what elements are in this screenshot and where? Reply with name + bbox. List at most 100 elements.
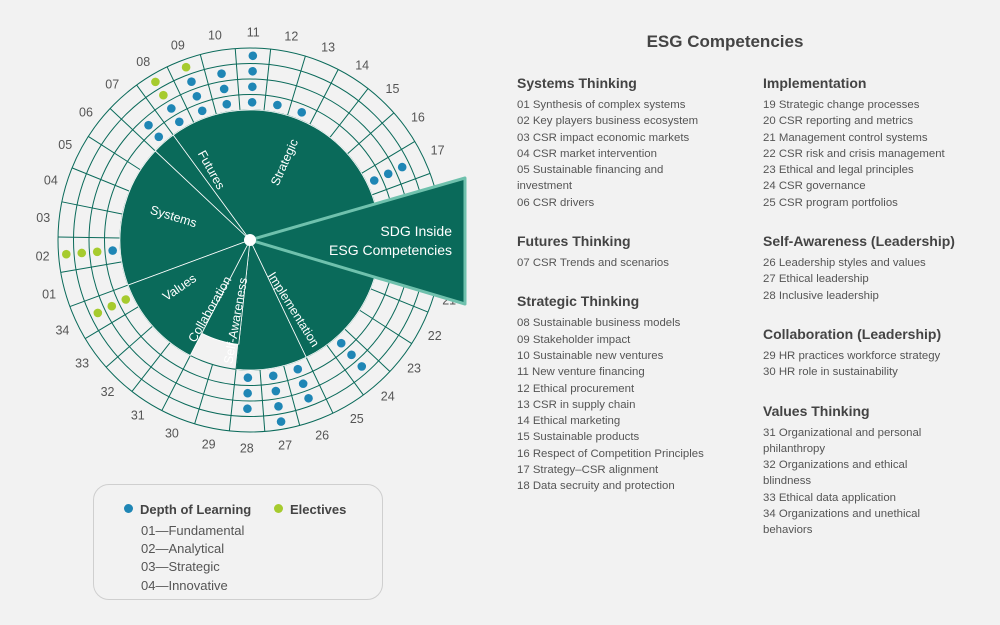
depth-of-learning-dot — [398, 223, 408, 233]
wheel-spoke — [259, 369, 266, 432]
competency-number: 09 — [171, 38, 185, 52]
wheel-spoke — [378, 207, 440, 219]
elective-dot — [159, 90, 168, 100]
wheel-spoke — [359, 309, 412, 344]
competency-number: 12 — [284, 30, 298, 44]
competency-item: 02 Key players business ecosystem — [517, 115, 699, 128]
depth-of-learning-dot — [298, 379, 308, 389]
wheel-spoke — [71, 167, 130, 192]
wheel-spoke — [194, 364, 213, 424]
competency-number: 15 — [386, 82, 400, 96]
wheel-spoke — [305, 357, 334, 414]
depth-of-learning-dot — [383, 225, 392, 234]
depth-of-learning-dot — [243, 373, 253, 383]
wheel-spoke — [199, 54, 217, 115]
elective-dot — [107, 301, 117, 311]
wheel-spoke — [60, 261, 122, 273]
competency-item: 27 Ethical leadership — [763, 273, 869, 286]
competency-group-sector — [127, 239, 251, 357]
competency-item: 11 New venture financing — [517, 366, 645, 379]
competency-number: 23 — [407, 361, 421, 375]
depth-of-learning-dot — [222, 99, 232, 109]
legend-level: 04—Innovative — [141, 577, 228, 593]
competency-section: Self-Awareness (Leadership)26 Leadership… — [763, 233, 1000, 304]
competency-item: 23 Ethical and legal principles — [763, 164, 914, 177]
competency-item: 25 CSR program portfolios — [763, 196, 898, 209]
competency-number: 33 — [75, 356, 89, 370]
competency-item: blindness — [763, 475, 812, 488]
competency-item: 14 Ethical marketing — [517, 415, 621, 428]
elective-dot — [181, 62, 191, 72]
depth-of-learning-dot — [197, 106, 207, 116]
wheel-spoke — [84, 306, 139, 340]
depth-of-learning-dot — [217, 69, 226, 78]
competency-number: 26 — [315, 429, 329, 443]
competency-number: 14 — [355, 58, 369, 72]
competency-item: 32 Organizations and ethical — [763, 459, 908, 472]
depth-of-learning-dot — [413, 222, 423, 232]
wheel-spoke — [361, 141, 416, 174]
wheel-spoke — [234, 48, 241, 111]
competency-number: 21 — [442, 293, 456, 307]
wheel-spoke — [263, 49, 272, 111]
wheel-spoke — [235, 344, 240, 370]
legend-level: 01—Fundamental — [141, 523, 245, 538]
competency-item: 10 Sustainable new ventures — [517, 349, 664, 362]
wheel-spoke — [283, 365, 301, 426]
competency-number: 13 — [321, 41, 335, 55]
depth-of-learning-dot — [304, 393, 313, 403]
legend-electives-label: Electives — [290, 502, 347, 517]
depth-of-learning-dot — [297, 108, 307, 117]
wheel-spoke — [347, 112, 395, 155]
competency-number: 27 — [278, 439, 292, 453]
depth-of-learning-dot — [187, 77, 196, 87]
competency-number: 30 — [165, 426, 179, 440]
section-title: Values Thinking — [763, 402, 870, 419]
competency-number: 01 — [42, 287, 56, 301]
competency-number: 19 — [450, 217, 464, 231]
depth-of-learning-dot — [167, 104, 176, 113]
competency-item: 24 CSR governance — [763, 180, 866, 193]
legend-electives-header: Electives — [274, 502, 346, 517]
legend-levels: 01—Fundamental 02—Analytical 03—Strategi… — [141, 522, 244, 595]
wheel-spoke — [136, 84, 174, 136]
competency-number: 20 — [450, 256, 464, 270]
depth-of-learning-dot — [293, 364, 303, 374]
wheel-spoke — [131, 342, 171, 392]
competency-number: 22 — [428, 329, 442, 343]
competency-item: 17 Strategy–CSR alignment — [517, 464, 659, 477]
wheel-spoke — [287, 56, 306, 116]
competency-number: 24 — [381, 389, 395, 403]
section-title: Futures Thinking — [517, 233, 631, 250]
competency-number: 29 — [202, 437, 216, 451]
competency-number: 11 — [247, 26, 260, 40]
depth-of-learning-dot — [192, 91, 202, 101]
competency-item: 30 HR role in sustainability — [763, 366, 898, 379]
competency-number: 03 — [36, 211, 50, 225]
wheel-spoke — [377, 265, 439, 279]
depth-of-learning-dot — [369, 176, 379, 185]
competency-item: 19 Strategic change processes — [763, 99, 920, 111]
competency-item: 31 Organizational and personal — [763, 426, 922, 439]
wheel-spoke — [61, 201, 123, 215]
competency-item: investment — [517, 180, 573, 193]
wheel-spoke — [309, 69, 339, 125]
competency-section: Collaboration (Leadership)29 HR practice… — [763, 326, 1000, 381]
competency-number: 18 — [444, 180, 458, 194]
elective-dot — [61, 249, 71, 259]
competency-item: 06 CSR drivers — [517, 196, 595, 209]
competency-item: 34 Organizations and unethical — [763, 508, 921, 521]
wheel-inner-sectors — [119, 109, 381, 371]
depth-of-learning-dot — [108, 246, 117, 255]
depth-of-learning-dot — [219, 84, 229, 94]
depth-of-learning-dot — [248, 51, 258, 61]
section-title: Strategic Thinking — [517, 293, 640, 310]
section-title: Systems Thinking — [517, 75, 637, 91]
page-title: ESG Competencies — [646, 32, 804, 51]
wheel-spoke — [88, 136, 141, 171]
wheel-spoke — [326, 344, 364, 396]
